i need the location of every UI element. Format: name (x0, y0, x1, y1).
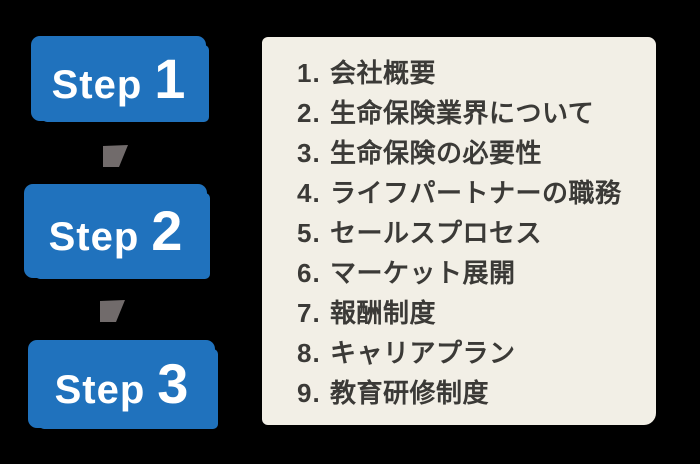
step-2-label-group: Step 2 (49, 203, 183, 259)
agenda-item-6-number: 6. (297, 258, 321, 288)
agenda-item-7-number: 7. (297, 298, 321, 328)
agenda-item-2-number: 2. (297, 98, 321, 128)
agenda-item-9-text: 教育研修制度 (330, 378, 490, 408)
agenda-item-3-number: 3. (297, 138, 321, 168)
step-1-label-group: Step 1 (51, 46, 186, 110)
agenda-item-1: 1. 会社概要 (297, 53, 646, 93)
agenda-item-4-text: ライフパートナーの職務 (330, 178, 622, 208)
step-2-box: Step 2 (24, 184, 207, 278)
agenda-item-8: 8. キャリアプラン (297, 333, 646, 373)
agenda-item-5-number: 5. (297, 218, 321, 248)
agenda-item-9: 9. 教育研修制度 (297, 373, 646, 413)
agenda-item-6-text: マーケット展開 (330, 258, 516, 288)
step-1-word: Step (51, 62, 143, 107)
agenda-item-9-number: 9. (297, 378, 321, 408)
agenda-item-8-text: キャリアプラン (330, 338, 516, 368)
agenda-item-2: 2. 生命保険業界について (297, 93, 646, 133)
agenda-list: 1. 会社概要 2. 生命保険業界について 3. 生命保険の必要性 4. ライフ… (262, 37, 656, 413)
agenda-item-8-number: 8. (297, 338, 321, 368)
step-1-box: Step 1 (31, 36, 206, 121)
agenda-panel: 1. 会社概要 2. 生命保険業界について 3. 生命保険の必要性 4. ライフ… (262, 37, 656, 425)
agenda-item-5: 5. セールスプロセス (297, 213, 646, 253)
agenda-item-5-text: セールスプロセス (330, 218, 543, 248)
agenda-item-1-number: 1. (297, 58, 321, 88)
agenda-item-4: 4. ライフパートナーの職務 (297, 173, 646, 213)
step-3-box: Step 3 (28, 340, 215, 428)
agenda-item-1-text: 会社概要 (330, 58, 437, 88)
step-3-label-group: Step 3 (55, 356, 189, 412)
agenda-item-3-text: 生命保険の必要性 (330, 138, 543, 168)
step-2-word: Step (48, 215, 140, 259)
down-arrow-icon (103, 145, 128, 167)
agenda-item-7-text: 報酬制度 (330, 298, 437, 328)
agenda-item-2-text: 生命保険業界について (330, 98, 595, 128)
step-3-word: Step (54, 368, 146, 412)
step-1-number: 1 (154, 46, 186, 110)
agenda-item-6: 6. マーケット展開 (297, 253, 646, 293)
step-3-number: 3 (157, 352, 189, 415)
agenda-item-4-number: 4. (297, 178, 321, 208)
step-2-number: 2 (151, 199, 183, 262)
down-arrow-icon (100, 300, 125, 322)
agenda-item-7: 7. 報酬制度 (297, 293, 646, 333)
agenda-item-3: 3. 生命保険の必要性 (297, 133, 646, 173)
